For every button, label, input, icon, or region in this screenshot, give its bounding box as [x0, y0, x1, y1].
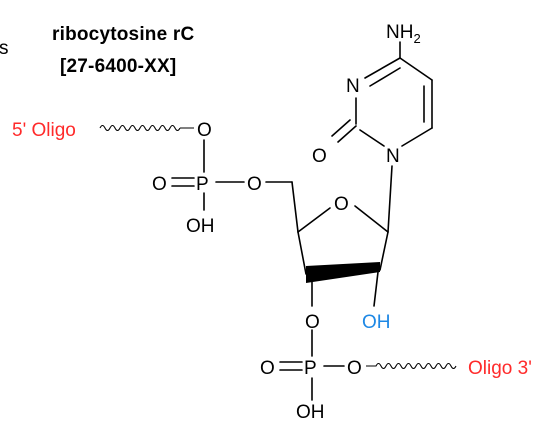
bond-c2-carbonyl-2	[331, 119, 351, 137]
atom-o-3prime: O	[305, 312, 320, 333]
oligo-5prime-label: 5' Oligo	[12, 120, 76, 141]
bond-oring-c1	[354, 205, 389, 233]
bond-n1-c2	[359, 129, 385, 147]
molecule-name: ribocytosine rC	[52, 24, 194, 45]
wavy-linker-5prime	[99, 124, 194, 132]
bond-c1-n1	[387, 165, 393, 233]
bond-n3-c4-1	[364, 57, 401, 79]
bond-c6-n1	[401, 127, 433, 147]
bonds	[171, 41, 433, 401]
wavy-linker-3prime	[366, 362, 457, 370]
bond-c4-oring	[297, 207, 331, 233]
bond-c4-c5	[399, 57, 433, 81]
atom-o-ester-top: O	[247, 174, 262, 195]
atom-oh-phos-top: OH	[186, 216, 215, 237]
atom-o-double-top: O	[152, 174, 167, 195]
atom-o-ring: O	[334, 194, 349, 215]
atom-oh-2prime: OH	[362, 312, 391, 333]
amine-subscript: 2	[413, 31, 420, 46]
catalog-number: [27-6400-XX]	[60, 56, 176, 77]
atom-n3: N	[346, 76, 360, 97]
atom-carbonyl-o: O	[312, 146, 327, 167]
atom-p-bottom: P	[304, 358, 317, 379]
atom-o-ester-bottom: O	[347, 358, 362, 379]
bond-n3-c4-2	[369, 67, 401, 87]
amine-nh: NH	[386, 22, 413, 43]
bond-c2-carbonyl-1	[337, 125, 357, 143]
atom-oh-phos-bottom: OH	[296, 402, 325, 423]
cropped-edge-text: s	[0, 38, 9, 59]
bond-c2-oh	[373, 271, 379, 307]
oligo-3prime-label: Oligo 3'	[468, 358, 532, 379]
atom-n1: N	[386, 146, 400, 167]
atom-labels: 5' Oligo Oligo 3' O O P O OH O OH O O P …	[12, 22, 532, 423]
atom-amine: NH2	[386, 22, 421, 46]
atom-p-top: P	[196, 174, 209, 195]
atom-o-top: O	[197, 120, 212, 141]
bond-c1-c2	[379, 231, 389, 271]
bond-c3-c2-bold	[306, 262, 380, 283]
atom-o-double-bottom: O	[260, 358, 275, 379]
bond-ch2-c4	[291, 181, 299, 233]
bond-c4-c3	[297, 231, 307, 275]
